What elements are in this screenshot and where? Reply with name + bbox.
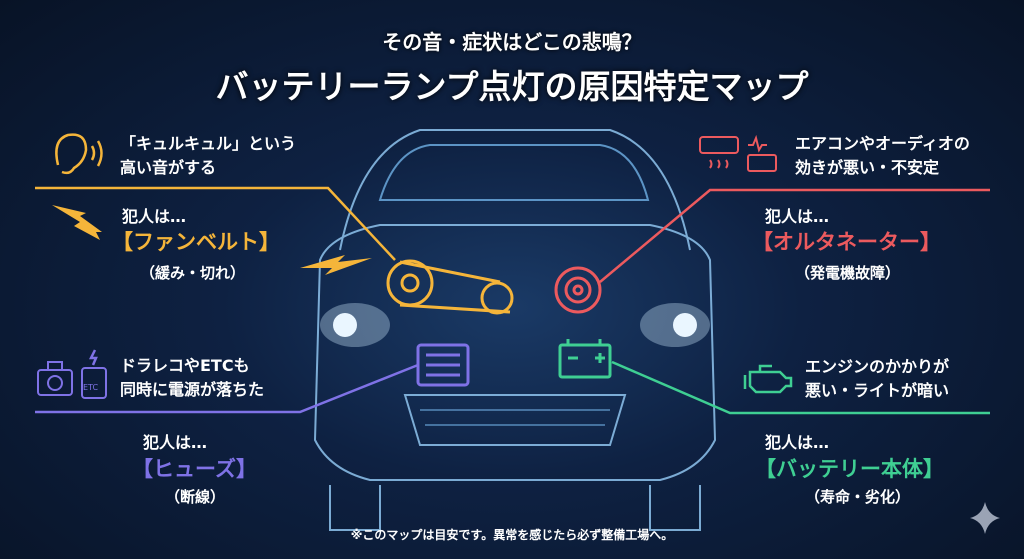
aircon-radio-icon — [699, 134, 777, 172]
symptom-line: 同時に電源が落ちた — [120, 380, 265, 399]
alternator-leader-line — [599, 188, 990, 283]
symptom-line: 高い音がする — [120, 158, 217, 177]
alternator-culprit: 【オルタネーター】 — [752, 230, 941, 254]
page-title: バッテリーランプ点灯の原因特定マップ — [215, 67, 809, 106]
fuse-box-part — [416, 343, 470, 387]
engine-warning-icon — [743, 364, 793, 394]
tires — [329, 485, 701, 531]
etc-icon-label: ETC — [83, 383, 98, 392]
symptom-line: 悪い・ライトが暗い — [805, 381, 950, 400]
alternator-symptom: エアコンやオーディオの 効きが悪い・不安定 — [795, 132, 970, 180]
car-roof — [339, 129, 691, 251]
fuse-detail: （断線） — [165, 488, 226, 506]
battery-detail: （寿命・劣化） — [805, 488, 911, 506]
fuse-symptom: ドラレコやETCも 同時に電源が落ちた — [120, 354, 264, 402]
symptom-line: ドラレコやETCも — [120, 356, 250, 375]
battery-culprit-intro: 犯人は… — [765, 433, 830, 452]
fanbelt-symptom: 「キュルキュル」という 高い音がする — [120, 132, 296, 180]
fanbelt-culprit: 【ファンベルト】 — [112, 230, 280, 254]
sparkle-icon — [970, 502, 1000, 534]
symptom-line: エアコンやオーディオの — [795, 134, 970, 153]
lightning-icon — [52, 205, 372, 275]
ear-sound-icon — [55, 133, 103, 175]
fanbelt-detail: （緩み・切れ） — [140, 264, 246, 282]
fuse-culprit: 【ヒューズ】 — [132, 457, 257, 481]
dashcam-etc-icon — [37, 349, 107, 399]
fanbelt-part — [386, 259, 514, 315]
alternator-part — [554, 266, 602, 314]
alternator-detail: （発電機故障） — [795, 264, 901, 282]
battery-part — [558, 339, 612, 379]
fuse-leader-line — [35, 363, 419, 414]
fanbelt-leader-line — [35, 186, 396, 261]
symptom-line: 「キュルキュル」という — [120, 134, 297, 153]
footer-note: ※このマップは目安です。異常を感じたら必ず整備工場へ。 — [350, 528, 674, 542]
battery-leader-line — [611, 360, 990, 415]
title-line1: その音・症状はどこの悲鳴？ — [382, 30, 642, 54]
fanbelt-culprit-intro: 犯人は… — [122, 207, 187, 226]
fuse-culprit-intro: 犯人は… — [143, 433, 208, 452]
symptom-line: エンジンのかかりが — [805, 357, 950, 376]
battery-symptom: エンジンのかかりが 悪い・ライトが暗い — [805, 355, 949, 403]
symptom-line: 効きが悪い・不安定 — [795, 158, 940, 177]
car-body — [313, 224, 717, 481]
windshield — [378, 144, 650, 201]
grille — [403, 394, 627, 446]
headlights — [320, 303, 710, 347]
alternator-culprit-intro: 犯人は… — [765, 207, 830, 226]
battery-culprit: 【バッテリー本体】 — [755, 457, 944, 481]
